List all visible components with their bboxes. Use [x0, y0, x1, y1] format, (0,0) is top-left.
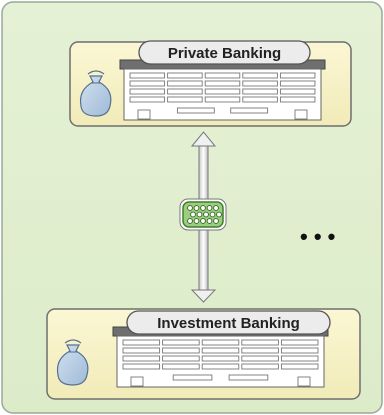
money-bag-icon	[56, 339, 89, 386]
network-hub-icon	[179, 198, 227, 231]
node-private-banking: Private Banking	[69, 40, 352, 127]
node-label-investment-banking: Investment Banking	[157, 315, 300, 332]
node-label-pill	[126, 310, 331, 335]
money-bag-icon	[79, 70, 112, 117]
bank-building-icon	[119, 59, 326, 121]
node-investment-banking: Investment Banking	[46, 308, 361, 400]
more-indicator: • • •	[300, 224, 335, 249]
node-label-private-banking: Private Banking	[168, 45, 281, 62]
bank-building-icon	[112, 326, 329, 388]
node-label-pill	[138, 40, 311, 65]
